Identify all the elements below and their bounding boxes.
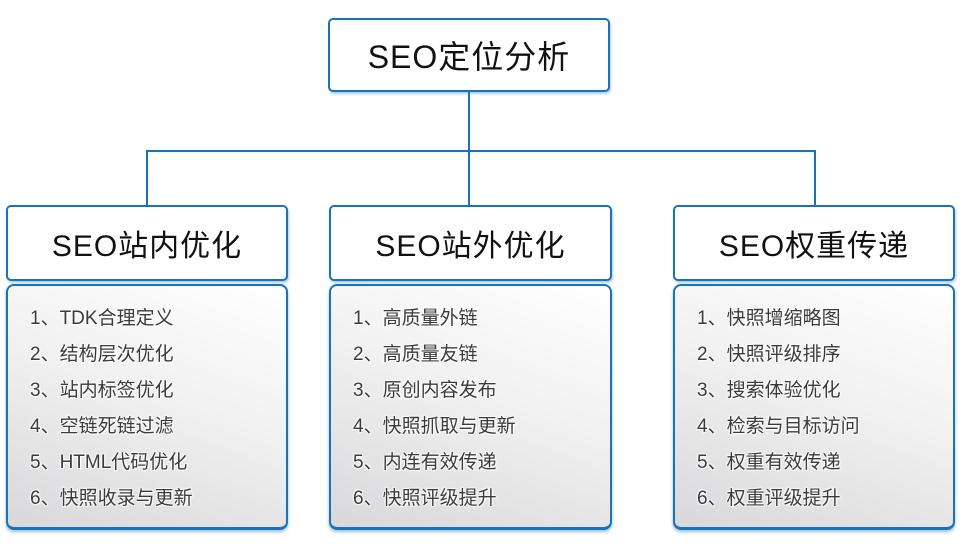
list-item: 3、搜索体验优化 xyxy=(697,380,841,401)
list-item: 2、快照评级排序 xyxy=(697,344,841,365)
list-item: 5、权重有效传递 xyxy=(697,452,841,473)
list-item: 4、检索与目标访问 xyxy=(697,416,860,437)
list-item: 1、TDK合理定义 xyxy=(30,308,174,329)
connector-root-vertical xyxy=(468,92,470,150)
branch-title: SEO权重传递 xyxy=(718,230,910,263)
connector-drop-left xyxy=(146,150,148,205)
branch-panel-onsite: 1、TDK合理定义 2、结构层次优化 3、站内标签优化 4、空链死链过滤 5、H… xyxy=(6,284,288,530)
list-item: 4、快照抓取与更新 xyxy=(353,416,516,437)
connector-drop-right xyxy=(814,150,816,205)
branch-header-weight: SEO权重传递 xyxy=(673,205,955,281)
list-item: 5、内连有效传递 xyxy=(353,452,497,473)
list-item: 1、高质量外链 xyxy=(353,308,478,329)
list-item: 6、快照评级提升 xyxy=(353,488,497,509)
list-item: 6、权重评级提升 xyxy=(697,488,841,509)
list-item: 2、高质量友链 xyxy=(353,344,478,365)
list-item: 5、HTML代码优化 xyxy=(30,452,188,473)
list-item: 3、站内标签优化 xyxy=(30,380,174,401)
list-item: 1、快照增缩略图 xyxy=(697,308,841,329)
connector-drop-center xyxy=(468,150,470,205)
branch-title: SEO站内优化 xyxy=(51,230,243,263)
list-item: 3、原创内容发布 xyxy=(353,380,497,401)
list-item: 4、空链死链过滤 xyxy=(30,416,174,437)
list-item: 6、快照收录与更新 xyxy=(30,488,193,509)
list-item: 2、结构层次优化 xyxy=(30,344,174,365)
root-title: SEO定位分析 xyxy=(367,39,571,75)
root-node: SEO定位分析 xyxy=(328,18,610,92)
connector-horizontal xyxy=(146,150,816,152)
branch-header-onsite: SEO站内优化 xyxy=(6,205,288,281)
branch-header-offsite: SEO站外优化 xyxy=(329,205,612,281)
branch-panel-offsite: 1、高质量外链 2、高质量友链 3、原创内容发布 4、快照抓取与更新 5、内连有… xyxy=(329,284,612,530)
branch-title: SEO站外优化 xyxy=(375,230,566,263)
branch-panel-weight: 1、快照增缩略图 2、快照评级排序 3、搜索体验优化 4、检索与目标访问 5、权… xyxy=(673,284,955,530)
